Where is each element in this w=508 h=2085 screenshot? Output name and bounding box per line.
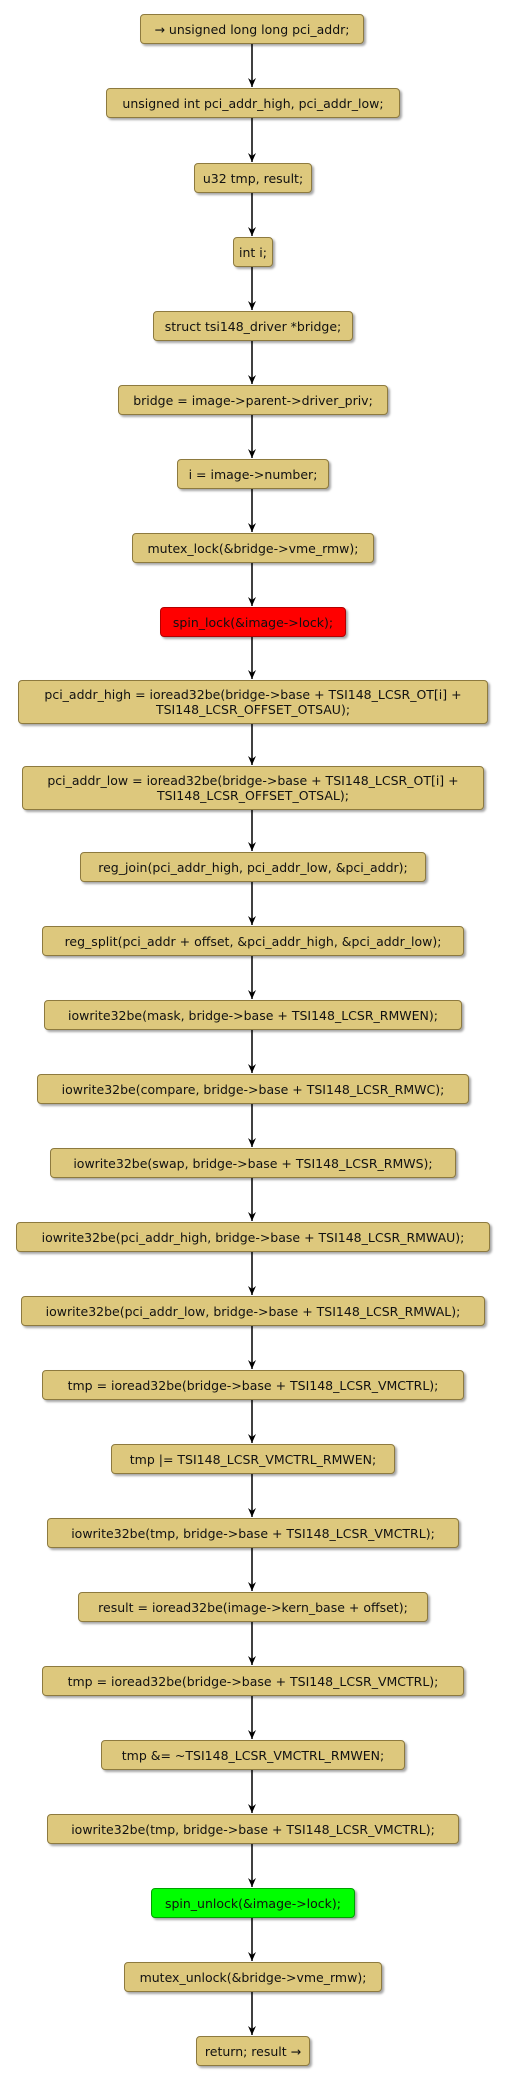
flow-step-19: tmp |= TSI148_LCSR_VMCTRL_RMWEN;: [111, 1444, 395, 1474]
flow-step-15: iowrite32be(swap, bridge->base + TSI148_…: [50, 1148, 456, 1178]
flow-step-16: iowrite32be(pci_addr_high, bridge->base …: [16, 1222, 490, 1252]
flow-step-25: spin_unlock(&image->lock);: [151, 1888, 355, 1918]
flow-step-1: unsigned int pci_addr_high, pci_addr_low…: [106, 88, 400, 118]
flow-step-17: iowrite32be(pci_addr_low, bridge->base +…: [21, 1296, 485, 1326]
flow-step-8: spin_lock(&image->lock);: [160, 607, 346, 637]
flow-step-9: pci_addr_high = ioread32be(bridge->base …: [18, 680, 488, 724]
flow-step-22: tmp = ioread32be(bridge->base + TSI148_L…: [42, 1666, 464, 1696]
flow-step-0: → unsigned long long pci_addr;: [140, 14, 364, 44]
flow-step-13: iowrite32be(mask, bridge->base + TSI148_…: [44, 1000, 462, 1030]
flow-step-23: tmp &= ~TSI148_LCSR_VMCTRL_RMWEN;: [101, 1740, 405, 1770]
flow-step-6: i = image->number;: [177, 459, 329, 489]
flow-step-10: pci_addr_low = ioread32be(bridge->base +…: [22, 766, 484, 810]
flow-step-2: u32 tmp, result;: [194, 163, 312, 193]
flow-step-14: iowrite32be(compare, bridge->base + TSI1…: [37, 1074, 469, 1104]
flow-step-27: return; result →: [196, 2036, 310, 2066]
flow-step-24: iowrite32be(tmp, bridge->base + TSI148_L…: [47, 1814, 459, 1844]
flow-step-5: bridge = image->parent->driver_priv;: [118, 385, 388, 415]
flow-step-21: result = ioread32be(image->kern_base + o…: [78, 1592, 428, 1622]
flow-step-11: reg_join(pci_addr_high, pci_addr_low, &p…: [80, 852, 426, 882]
flow-step-20: iowrite32be(tmp, bridge->base + TSI148_L…: [47, 1518, 459, 1548]
flow-step-4: struct tsi148_driver *bridge;: [153, 311, 353, 341]
flow-step-7: mutex_lock(&bridge->vme_rmw);: [132, 533, 374, 563]
flow-step-18: tmp = ioread32be(bridge->base + TSI148_L…: [42, 1370, 464, 1400]
flow-step-26: mutex_unlock(&bridge->vme_rmw);: [124, 1962, 382, 1992]
flow-step-12: reg_split(pci_addr + offset, &pci_addr_h…: [42, 926, 464, 956]
flow-step-3: int i;: [233, 237, 273, 267]
